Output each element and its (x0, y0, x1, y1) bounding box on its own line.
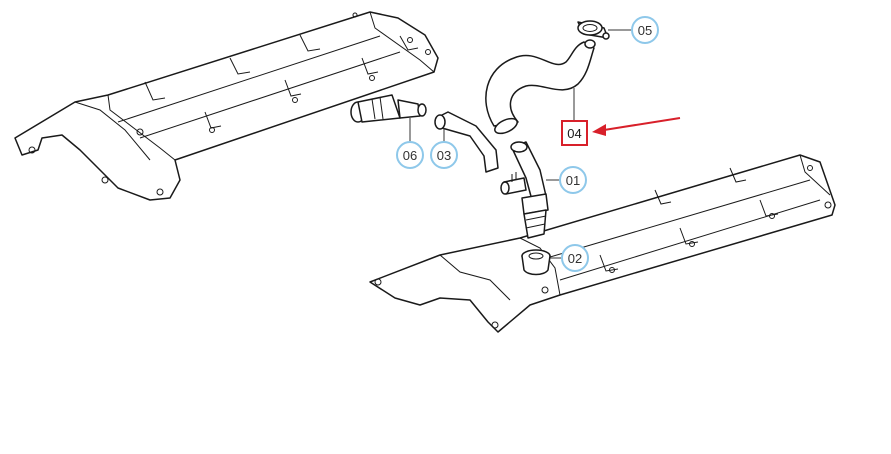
callout-06[interactable]: 06 (396, 141, 424, 169)
red-arrow (592, 117, 681, 136)
callout-01-label: 01 (566, 173, 580, 188)
callout-06-label: 06 (403, 148, 417, 163)
part-05-hose-clamp (577, 20, 610, 40)
part-04-curved-hose (485, 39, 596, 135)
callout-02[interactable]: 02 (561, 244, 589, 272)
part-06-elbow-connector (350, 94, 427, 123)
callout-05-label: 05 (638, 23, 652, 38)
callout-01[interactable]: 01 (559, 166, 587, 194)
callout-02-label: 02 (568, 251, 582, 266)
part-01-t-valve (500, 141, 549, 239)
part-02-grommet (521, 249, 551, 276)
highlight-04-label: 04 (567, 126, 581, 141)
callout-05[interactable]: 05 (631, 16, 659, 44)
highlight-callout-04[interactable]: 04 (561, 120, 588, 146)
callout-03-label: 03 (437, 148, 451, 163)
part-03-short-hose (434, 111, 499, 173)
callout-03[interactable]: 03 (430, 141, 458, 169)
right-valve-cover (369, 154, 836, 333)
left-valve-cover (14, 11, 439, 201)
